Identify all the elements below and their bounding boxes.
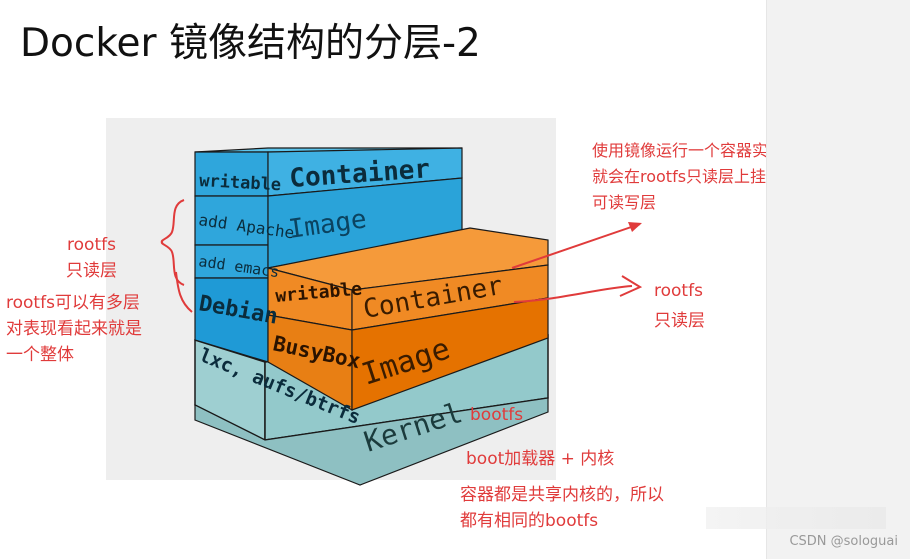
left-brace-lower — [175, 271, 193, 313]
page-title: Docker 镜像结构的分层-2 — [20, 21, 481, 66]
shared-line1: 容器都是共享内核的，所以 — [460, 485, 664, 505]
arrow-top-right — [511, 223, 641, 269]
arrow-rootfs-right-head — [619, 275, 643, 297]
kernel-bottom-face — [194, 397, 549, 486]
arrow-top-right-head — [628, 222, 642, 232]
top-right-line2: 就会在rootfs只读层上挂载一层 — [592, 167, 815, 186]
left-multi-annotation: rootfs可以有多层 对表现看起来就是 一个整体 — [6, 290, 142, 368]
front-image-face — [351, 297, 549, 411]
right-rootfs-annotation: rootfs 只读层 — [654, 278, 705, 334]
top-right-line1: 使用镜像运行一个容器实例时， — [592, 141, 817, 160]
top-right-line3: 可读写层 — [592, 193, 657, 212]
boot-loader-annotation: boot加载器 + 内核 — [466, 449, 615, 469]
left-multi-line2: 对表现看起来就是 — [6, 319, 142, 339]
left-rootfs-line1: rootfs — [67, 235, 116, 255]
left-rootfs-annotation: rootfs 只读层 — [66, 232, 117, 284]
top-right-annotation: 使用镜像运行一个容器实例时， 就会在rootfs只读层上挂载一层 可读写层 — [592, 138, 816, 216]
right-rootfs-line2: 只读层 — [654, 311, 705, 331]
watermark: CSDN @sologuai — [789, 534, 898, 549]
bootfs-annotation: bootfs — [470, 405, 524, 425]
left-multi-line1: rootfs可以有多层 — [6, 293, 140, 313]
docker-layer-diagram: writable Container add Apache Image add … — [106, 118, 643, 486]
left-multi-line3: 一个整体 — [6, 345, 74, 365]
slide: Docker 镜像结构的分层-2 writable Container add … — [6, 21, 817, 534]
side-panel — [766, 0, 910, 559]
arrow-rootfs-right — [513, 285, 633, 303]
shared-line2: 都有相同的bootfs — [460, 511, 599, 531]
right-rootfs-line1: rootfs — [654, 281, 703, 301]
blurred-overlay — [706, 507, 886, 529]
shared-kernel-annotation: 容器都是共享内核的，所以 都有相同的bootfs — [460, 482, 664, 534]
left-brace — [160, 199, 185, 286]
back-writable-label: writable — [199, 171, 282, 195]
left-rootfs-line2: 只读层 — [66, 261, 117, 281]
